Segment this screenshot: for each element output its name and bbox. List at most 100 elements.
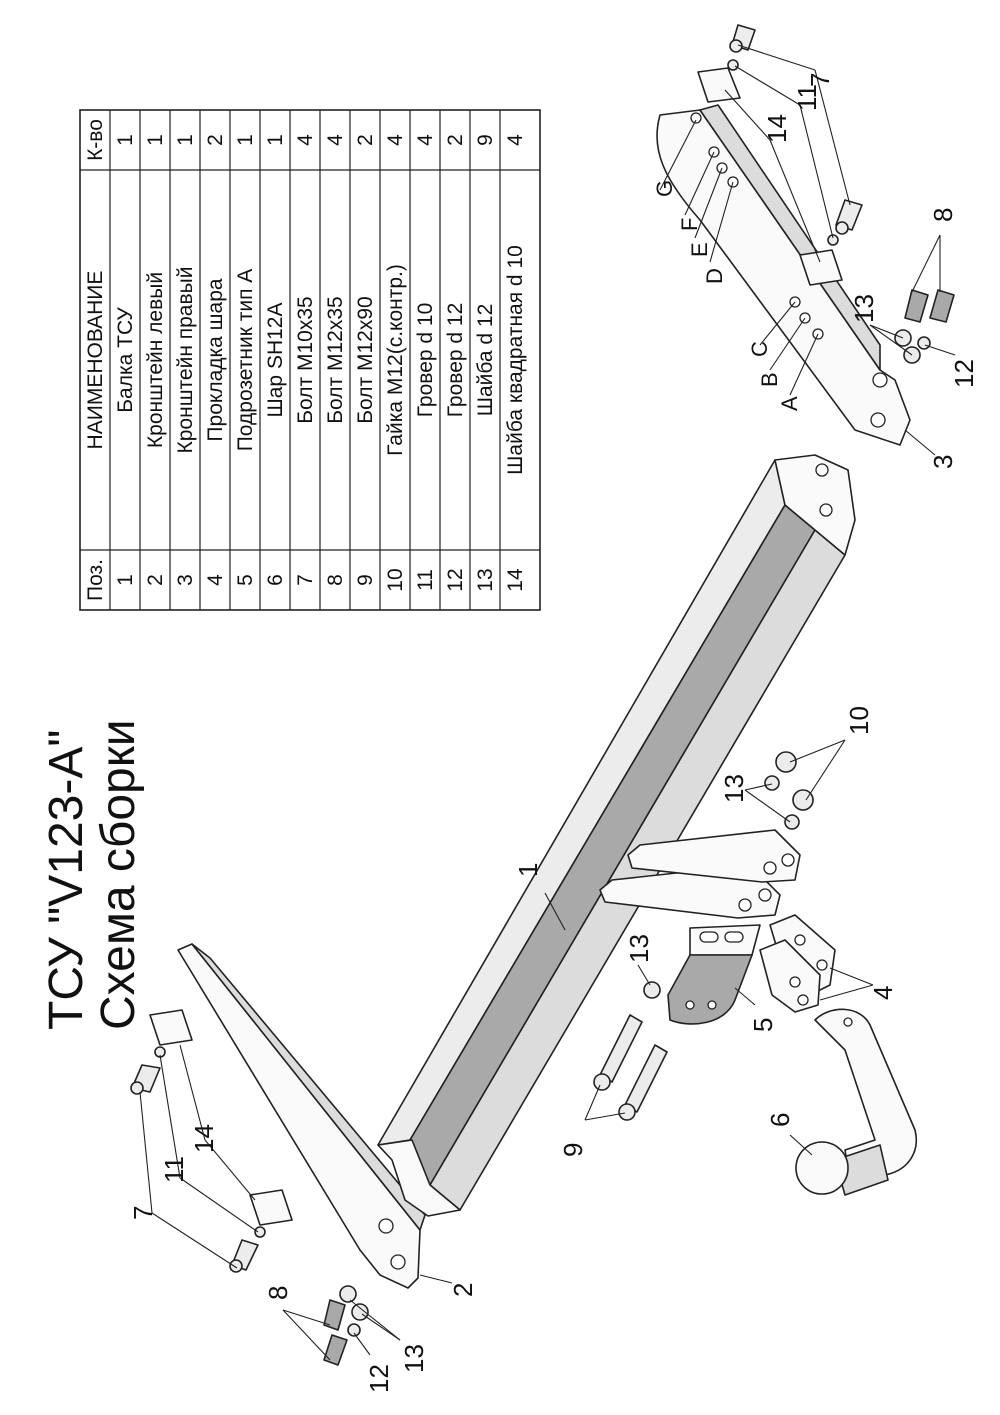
bolts-8-left	[323, 1299, 348, 1366]
row-name: Прокладка шара	[204, 278, 227, 441]
row-name: Гровер d 10	[414, 303, 437, 418]
callout-washer13-center: 13	[719, 774, 749, 803]
row-name: Шайба d 12	[474, 304, 497, 417]
row-qty: 4	[504, 134, 527, 146]
spacer-plates	[759, 914, 836, 1013]
nuts-10	[775, 751, 814, 811]
row-name: Шайба квадратная d 10	[504, 245, 527, 475]
table-row: 4 Прокладка шара 2	[204, 134, 227, 586]
left-bracket	[177, 943, 426, 1289]
table-row: 10 Гайка М12(с.контр.) 4	[384, 134, 407, 592]
row-pos: 13	[474, 568, 497, 591]
callout-spacers: 4	[868, 986, 898, 1000]
row-name: Шар SH12A	[264, 303, 287, 418]
row-qty: 4	[324, 134, 347, 146]
callout-bolt8-left: 8	[263, 1286, 293, 1300]
callout-socket-plate: 5	[748, 1018, 778, 1032]
table-row: 11 Гровер d 10 4	[414, 134, 437, 591]
callout-bracket-right: 3	[928, 455, 958, 469]
tow-ball	[795, 1008, 917, 1196]
row-qty: 1	[114, 134, 137, 146]
callout-sqwasher14-left: 14	[189, 1124, 219, 1153]
row-pos: 10	[384, 568, 407, 591]
table-row: 1 Балка ТСУ 1	[114, 134, 137, 586]
callout-washer13-left: 13	[399, 1344, 429, 1373]
row-name: Болт М12х90	[354, 296, 377, 423]
washers-13-center	[764, 775, 800, 830]
row-name: Балка ТСУ	[114, 307, 137, 413]
socket-plate	[667, 924, 761, 1025]
row-name: Болт М12х35	[324, 296, 347, 423]
row-pos: 14	[504, 568, 527, 592]
table-row: 3 Кронштейн правый 1	[174, 134, 197, 586]
bolts-9	[593, 1014, 668, 1121]
row-pos: 2	[144, 574, 167, 586]
row-pos: 4	[204, 574, 227, 586]
callout-grover11-left: 11	[159, 1156, 189, 1183]
row-qty: 1	[234, 134, 257, 146]
table-row: 7 Болт М10х35 4	[294, 134, 317, 586]
callouts: 1 2 3 4 5 6 9 10 13 13 7 11 14 8 12 13 7…	[128, 73, 979, 1393]
row-name: Болт М10х35	[294, 296, 317, 423]
row-qty: 9	[474, 134, 497, 146]
grovers-11	[154, 59, 839, 1238]
row-qty: 4	[414, 134, 437, 146]
callout-bolt8-right: 8	[928, 208, 958, 222]
row-qty: 2	[444, 134, 467, 146]
row-pos: 12	[444, 568, 467, 591]
hole-label-a: A	[777, 396, 802, 411]
table-row: 5 Подрозетник тип А 1	[234, 134, 257, 586]
bolt-7-right	[729, 24, 756, 53]
row-pos: 5	[234, 574, 257, 586]
callout-sqwasher14-right: 14	[762, 114, 792, 143]
bolt-7-left-b	[229, 1239, 259, 1273]
row-qty: 2	[204, 134, 227, 146]
callout-nuts10: 10	[844, 706, 874, 735]
main-beam	[377, 454, 856, 1217]
row-qty: 4	[294, 134, 317, 146]
row-pos: 11	[414, 569, 437, 591]
hole-label-c: C	[747, 341, 772, 357]
header-pos: Поз.	[84, 559, 107, 601]
table-row: 9 Болт М12х90 2	[354, 134, 377, 586]
row-name: Кронштейн правый	[174, 267, 197, 454]
hole-label-d: D	[702, 268, 727, 284]
callout-washer13-socket: 13	[624, 934, 654, 963]
table-header: Поз. НАИМЕНОВАНИЕ К-во	[84, 119, 107, 601]
bolt-7-left	[130, 1064, 161, 1095]
hole-labels: A B C D E F G	[652, 180, 802, 411]
row-qty: 4	[384, 134, 407, 146]
callout-grover12-left: 12	[364, 1364, 394, 1393]
bolt-7-right-b	[835, 199, 863, 235]
row-name: Гайка М12(с.контр.)	[384, 264, 407, 456]
header-name: НАИМЕНОВАНИЕ	[84, 271, 107, 450]
header-qty: К-во	[84, 119, 107, 161]
callout-washer13-right: 13	[849, 294, 879, 323]
hole-label-b: B	[757, 372, 782, 387]
row-name: Гровер d 12	[444, 303, 467, 418]
hole-label-e: E	[687, 242, 712, 257]
row-qty: 2	[354, 134, 377, 146]
row-name: Кронштейн левый	[144, 272, 167, 448]
row-pos: 9	[354, 574, 377, 586]
table-row: 8 Болт М12х35 4	[324, 134, 347, 586]
table-row: 2 Кронштейн левый 1	[144, 134, 167, 586]
callout-bolt7-left: 7	[128, 1206, 158, 1220]
hole-label-g: G	[652, 180, 677, 197]
right-bracket	[656, 104, 911, 446]
table-row: 12 Гровер d 12 2	[444, 134, 467, 592]
callout-beam: 1	[513, 863, 543, 877]
callout-bolt7-right: 7	[805, 73, 835, 87]
table-row: 14 Шайба квадратная d 10 4	[504, 134, 527, 592]
table-row: 13 Шайба d 12 9	[474, 134, 497, 592]
row-pos: 6	[264, 574, 287, 586]
bolts-8-right	[904, 289, 955, 323]
callout-bolts9: 9	[558, 1143, 588, 1157]
leader-lines	[139, 44, 956, 1361]
washer-13-socket	[643, 981, 661, 999]
callout-ball: 6	[765, 1113, 795, 1127]
parts-table: Поз. НАИМЕНОВАНИЕ К-во 1 Балка ТСУ 1 2 К…	[79, 109, 541, 611]
hole-label-f: F	[677, 218, 702, 231]
table-row: 6 Шар SH12A 1	[264, 134, 287, 586]
